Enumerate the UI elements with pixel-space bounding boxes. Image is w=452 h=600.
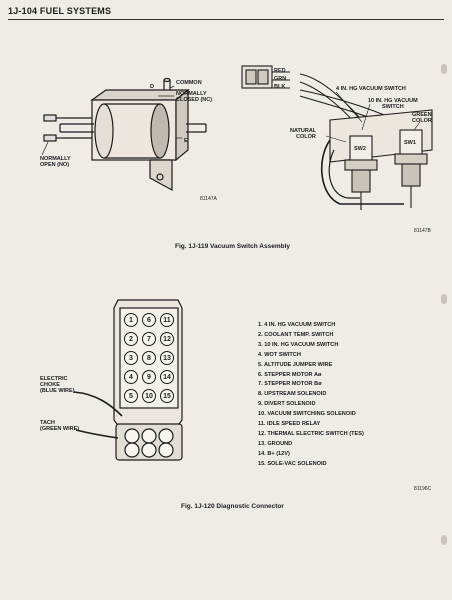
fig120-id: 81196C (414, 486, 432, 492)
label-green-color: COLOR (412, 118, 432, 124)
connector-pin: 13 (160, 351, 174, 365)
label-tach: TACH (40, 420, 55, 426)
connector-pin: 7 (142, 332, 156, 346)
label-normally-closed: NORMALLY (176, 91, 207, 97)
label-normally-open-2: OPEN (NO) (40, 162, 70, 168)
legend-item: 7. STEPPER MOTOR Bø (258, 381, 322, 388)
connector-pin: 9 (142, 370, 156, 384)
label-4in-vacuum-switch: 4 IN. HG VACUUM SWITCH (336, 86, 406, 92)
connector-pin: 14 (160, 370, 174, 384)
fig119-caption: Fig. 1J-119 Vacuum Switch Assembly (175, 243, 291, 250)
legend-item: 1. 4 IN. HG VACUUM SWITCH (258, 322, 336, 328)
legend-item: 5. ALTITUDE JUMPER WIRE (258, 361, 333, 368)
label-red: RED (274, 68, 286, 74)
legend-item: 9. DIVERT SOLENOID (258, 401, 316, 408)
fig119-left-id: 81147A (200, 196, 217, 202)
label-common: COMMON (176, 80, 202, 86)
label-normally-open: NORMALLY (40, 156, 71, 162)
label-blue-wire: (BLUE WIRE) (40, 388, 75, 394)
connector-pin: 8 (142, 351, 156, 365)
page-title: 1J-104 FUEL SYSTEMS (8, 6, 112, 16)
label-blk: BLK (274, 84, 286, 90)
legend-item: 6. STEPPER MOTOR Aø (258, 371, 322, 378)
label-green: GREEN (412, 112, 432, 118)
fig119-right-id: 81147B (414, 228, 431, 234)
label-sw2: SW2 (354, 146, 366, 152)
legend-item: 13. GROUND (258, 440, 293, 447)
connector-pin: 2 (124, 332, 138, 346)
label-e: E (184, 138, 188, 144)
label-10in-switch: SWITCH (382, 104, 404, 110)
label-grn: GRN (274, 76, 287, 82)
binding-hole-bottom (441, 535, 447, 545)
connector-pin: 3 (124, 351, 138, 365)
connector-pin: 6 (142, 313, 156, 327)
binding-hole-middle (441, 294, 447, 304)
legend-item: 15. SOLE-VAC SOLENOID (258, 460, 327, 467)
label-10in-vacuum: 10 IN. HG VACUUM (368, 98, 418, 104)
connector-pin: 12 (160, 332, 174, 346)
pin-legend: 1. 4 IN. HG VACUUM SWITCH 2. COOLANT TEMP… (258, 321, 364, 470)
connector-pin: 10 (142, 389, 156, 403)
label-normally-closed-2: CLOSED (NC) (176, 97, 213, 103)
legend-item: 8. UPSTREAM SOLENOID (258, 391, 327, 398)
header-rule (8, 19, 444, 20)
legend-item: 2. COOLANT TEMP. SWITCH (258, 331, 334, 338)
legend-item: 12. THERMAL ELECTRIC SWITCH (TES) (258, 430, 364, 437)
binding-hole-top (441, 64, 447, 74)
label-d: D (150, 84, 154, 90)
connector-pin: 11 (160, 313, 174, 327)
label-electric: ELECTRIC (40, 376, 68, 382)
legend-item: 10. VACUUM SWITCHING SOLENOID (258, 411, 356, 418)
legend-item: 11. IDLE SPEED RELAY (258, 421, 321, 428)
connector-pin: 15 (160, 389, 174, 403)
legend-item: 14. B+ (12V) (258, 450, 290, 457)
legend-item: 4. WOT SWITCH (258, 351, 301, 358)
page-header: 1J-104 FUEL SYSTEMS (8, 6, 444, 20)
connector-pin: 4 (124, 370, 138, 384)
label-natural-color: COLOR (296, 134, 316, 140)
label-sw1: SW1 (404, 140, 416, 146)
legend-item: 3. 10 IN. HG VACUUM SWITCH (258, 341, 339, 348)
label-natural: NATURAL (290, 128, 317, 134)
connector-pin: 5 (124, 389, 138, 403)
label-choke: CHOKE (40, 382, 60, 388)
label-green-wire: (GREEN WIRE) (40, 426, 80, 432)
connector-pin: 1 (124, 313, 138, 327)
fig120-caption: Fig. 1J-120 Diagnostic Connector (181, 503, 284, 510)
